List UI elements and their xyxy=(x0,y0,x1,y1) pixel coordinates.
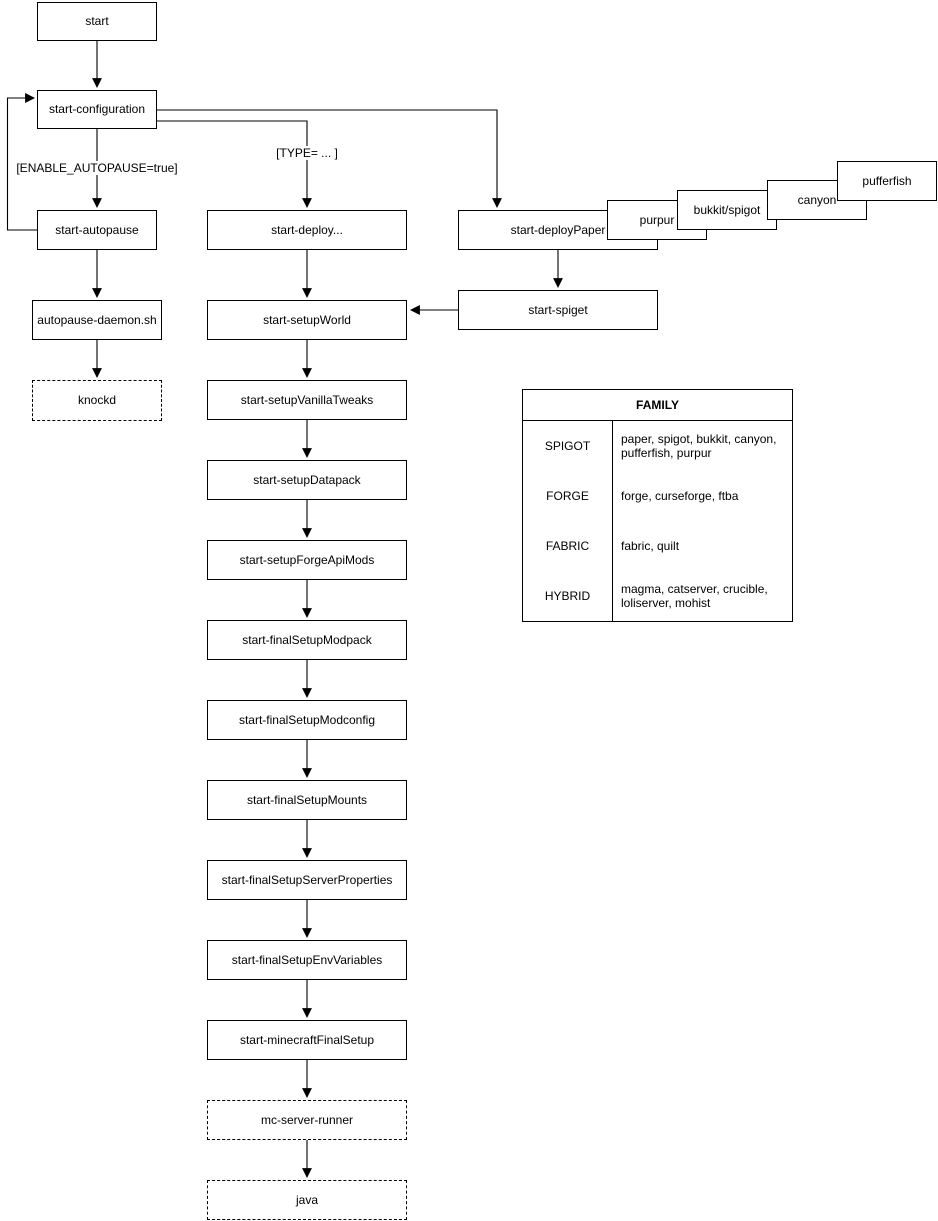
edge-autopause-loop-to-configuration xyxy=(6,93,37,231)
family-name-hybrid: HYBRID xyxy=(523,571,613,621)
family-members-spigot: paper, spigot, bukkit, canyon, pufferfis… xyxy=(621,431,777,460)
node-start-configuration: start-configuration xyxy=(37,90,157,129)
node-java: java xyxy=(207,1180,407,1220)
edge-configuration-to-deploy xyxy=(157,120,312,208)
node-pufferfish: pufferfish xyxy=(837,161,937,201)
family-row-fabric: FABRIC fabric, quilt xyxy=(523,521,792,571)
edge-configuration-to-deploypaper xyxy=(157,109,502,208)
family-name-forge: FORGE xyxy=(523,471,613,521)
family-members-forge: forge, curseforge, ftba xyxy=(621,488,739,503)
family-row-forge: FORGE forge, curseforge, ftba xyxy=(523,471,792,521)
node-start-finalsetupmodpack: start-finalSetupModpack xyxy=(207,620,407,660)
family-name-spigot: SPIGOT xyxy=(523,421,613,471)
node-start-setupdatapack: start-setupDatapack xyxy=(207,460,407,500)
node-autopause-daemon: autopause-daemon.sh xyxy=(32,300,162,340)
family-members-hybrid: magma, catserver, crucible, loliserver, … xyxy=(621,581,768,610)
node-start-finalsetupmounts: start-finalSetupMounts xyxy=(207,780,407,820)
node-start-finalsetupserverproperties: start-finalSetupServerProperties xyxy=(207,860,407,900)
family-row-spigot: SPIGOT paper, spigot, bukkit, canyon, pu… xyxy=(523,421,792,471)
family-name-fabric: FABRIC xyxy=(523,521,613,571)
family-row-hybrid: HYBRID magma, catserver, crucible, lolis… xyxy=(523,571,792,621)
node-start-finalsetupenvvariables: start-finalSetupEnvVariables xyxy=(207,940,407,980)
node-start-setupvanillatweaks: start-setupVanillaTweaks xyxy=(207,380,407,420)
edge-label-enable-autopause: [ENABLE_AUTOPAUSE=true] xyxy=(14,161,180,175)
node-start-setupworld: start-setupWorld xyxy=(207,300,407,340)
node-start-deploy: start-deploy... xyxy=(207,210,407,250)
edge-label-type-condition: [TYPE= ... ] xyxy=(274,146,340,160)
node-start-minecraftfinalsetup: start-minecraftFinalSetup xyxy=(207,1020,407,1060)
node-mc-server-runner: mc-server-runner xyxy=(207,1100,407,1140)
family-table-title: FAMILY xyxy=(523,390,792,421)
node-start-autopause: start-autopause xyxy=(37,210,157,250)
family-members-fabric: fabric, quilt xyxy=(621,538,680,553)
node-start-spiget: start-spiget xyxy=(458,290,658,330)
family-table: FAMILY SPIGOT paper, spigot, bukkit, can… xyxy=(522,389,793,622)
node-knockd: knockd xyxy=(32,380,162,421)
node-bukkit-spigot: bukkit/spigot xyxy=(677,190,777,230)
node-start-setupforgeapimods: start-setupForgeApiMods xyxy=(207,540,407,580)
node-start: start xyxy=(37,2,157,41)
node-start-finalsetupmodconfig: start-finalSetupModconfig xyxy=(207,700,407,740)
